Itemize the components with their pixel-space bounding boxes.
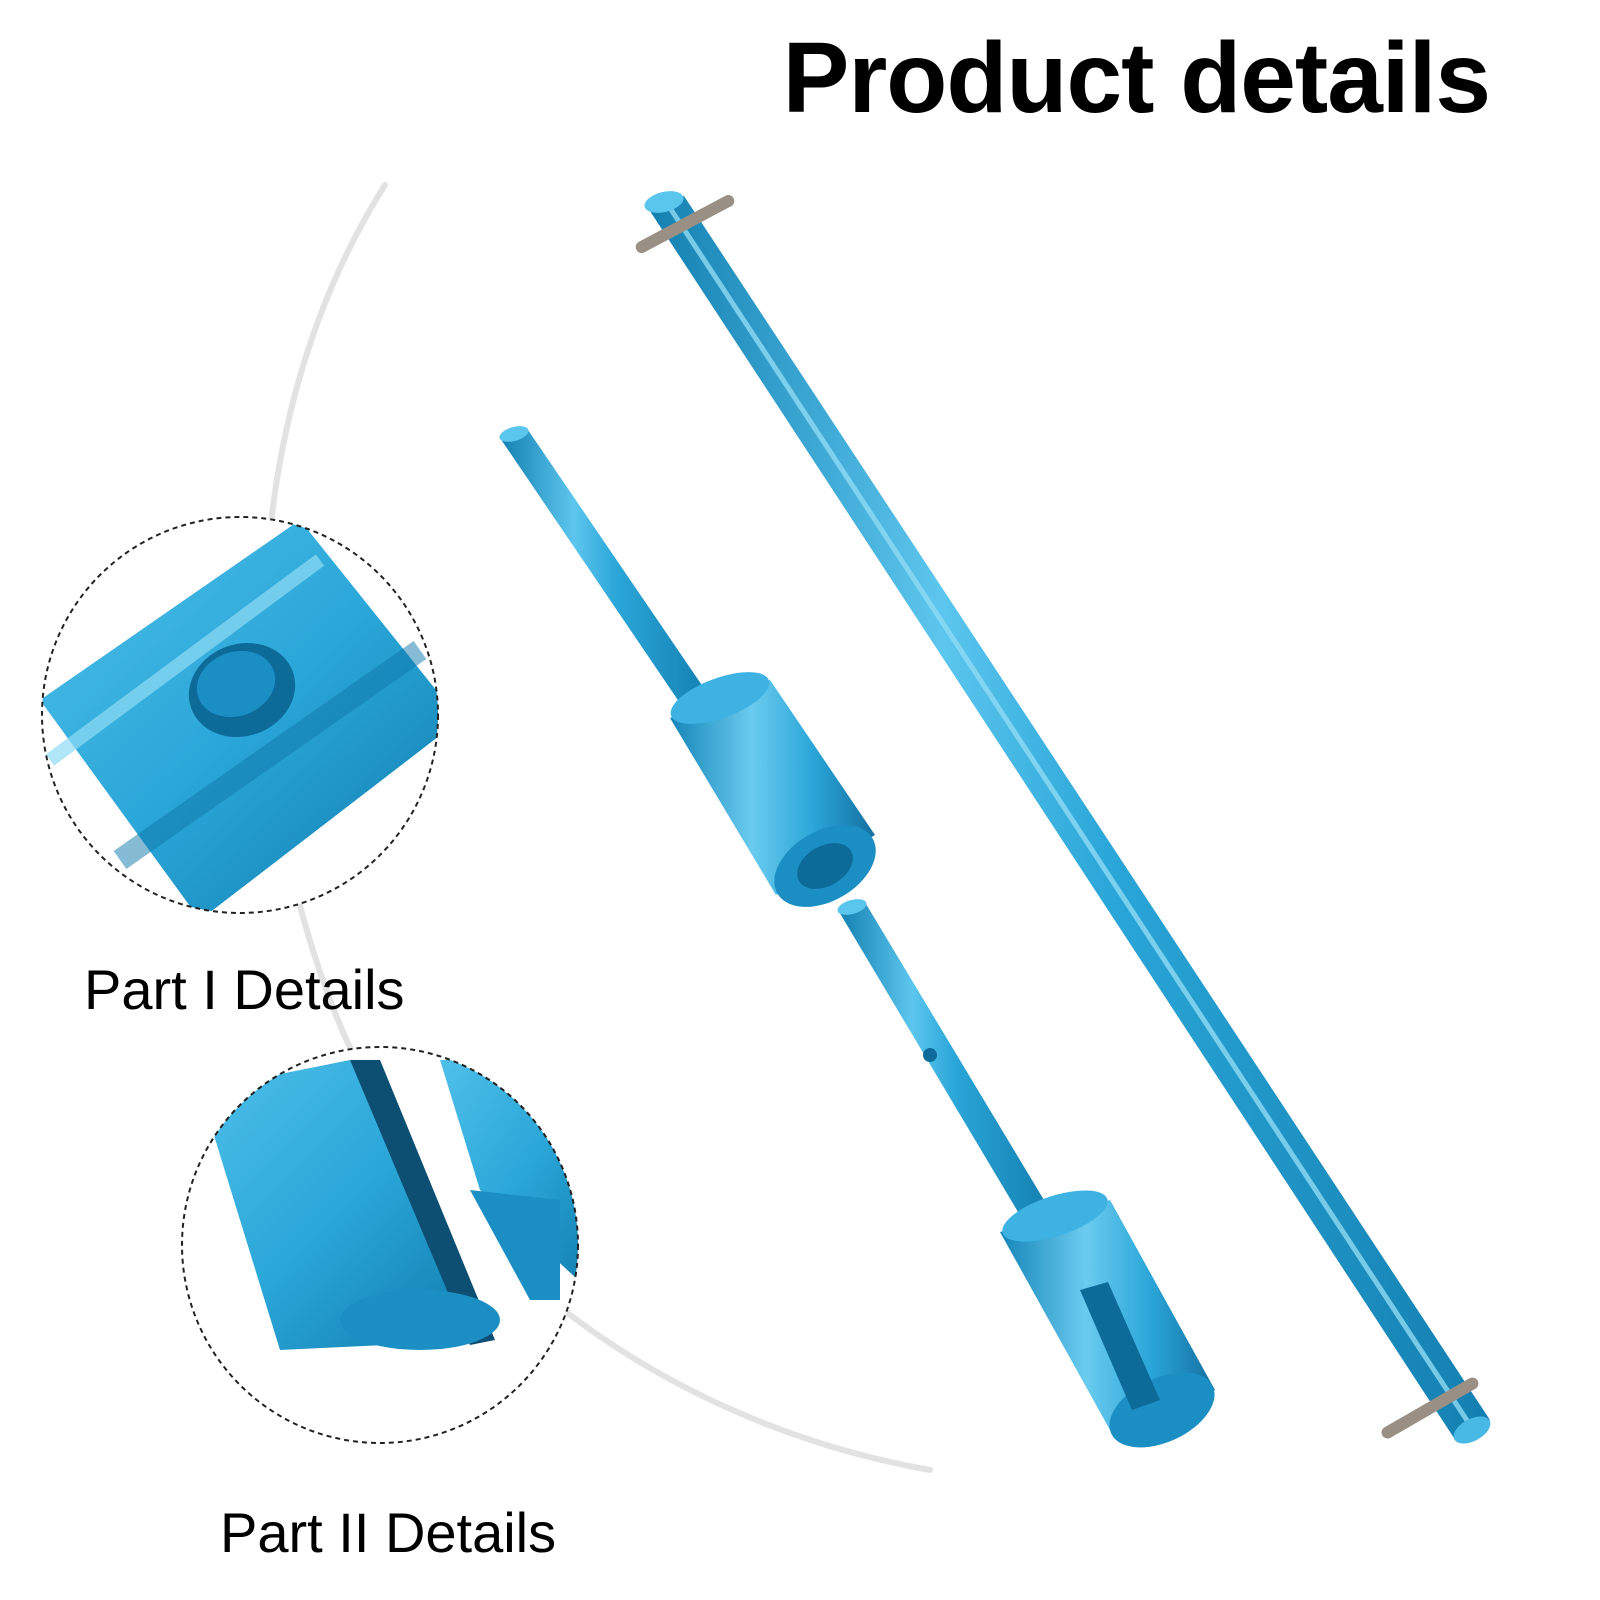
detail-1-dashed-border	[41, 516, 439, 914]
lower-shaft-hole	[923, 1048, 937, 1062]
long-shaft-end-top	[644, 191, 684, 213]
pin-top	[635, 194, 735, 254]
upper-cup-top	[670, 672, 770, 724]
lower-cup-top	[1002, 1190, 1108, 1242]
long-shaft-highlight	[665, 203, 1475, 1430]
upper-cup-bore	[797, 843, 853, 889]
detail-callout-part-1	[41, 516, 439, 914]
long-drive-shaft	[635, 191, 1491, 1444]
background-arc	[261, 182, 933, 1473]
upper-shaft-end	[499, 426, 529, 442]
lower-shaft-rod	[838, 904, 1050, 1222]
detail-callout-part-2	[181, 1046, 579, 1444]
upper-cup-shaft	[499, 426, 876, 907]
upper-shaft-rod	[500, 430, 712, 712]
lower-cup-slot	[1080, 1282, 1160, 1410]
lower-shaft-end	[837, 899, 867, 915]
page-title: Product details	[782, 22, 1491, 134]
part-2-details-label: Part II Details	[220, 1501, 557, 1564]
detail-2-dashed-border	[181, 1046, 579, 1444]
long-shaft-end-bottom	[1453, 1416, 1491, 1444]
lower-cup-shaft	[837, 899, 1215, 1448]
pin-bottom	[1381, 1377, 1479, 1439]
part-1-details-label: Part I Details	[84, 958, 405, 1021]
zoom-2-left-prong	[200, 1060, 490, 1350]
